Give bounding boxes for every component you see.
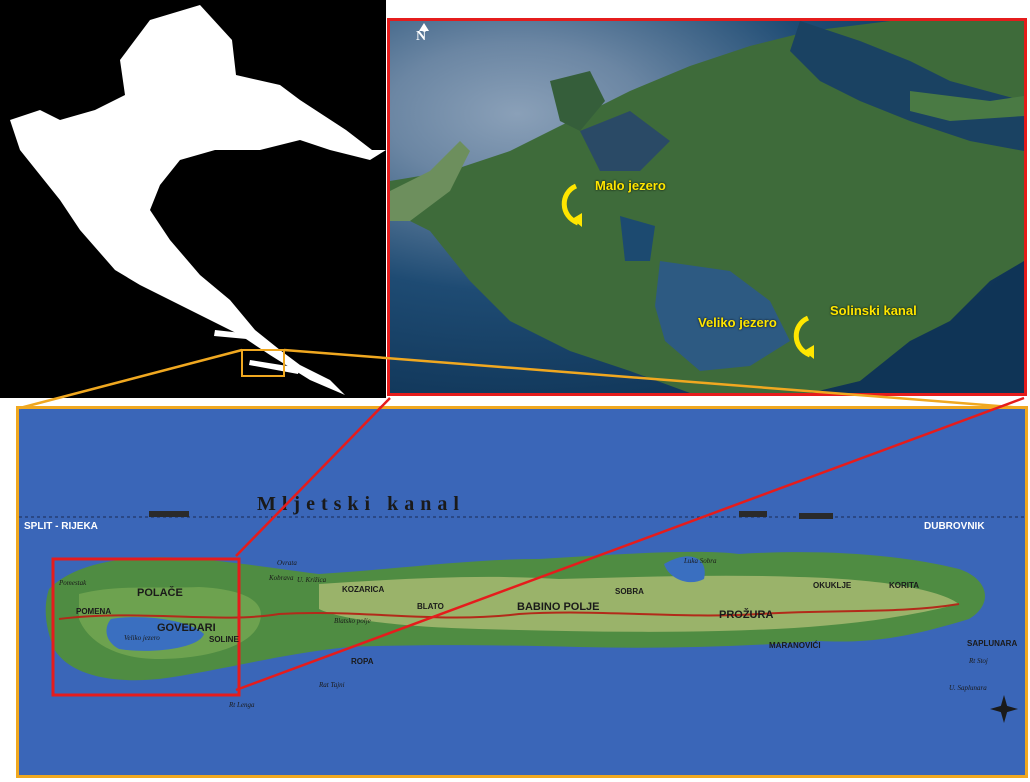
place-rt-lenga: Rt Lenga [229, 701, 255, 709]
place-polace: POLAČE [137, 587, 183, 599]
place-u-saplunara: U. Saplunara [949, 684, 987, 692]
solinski-kanal-arrow-icon [793, 315, 814, 359]
place-blato: BLATO [417, 602, 444, 611]
place-saplunara: SAPLUNARA [967, 639, 1018, 648]
place-ovrata: Ovrata [277, 559, 297, 567]
compass-rose-icon [990, 695, 1018, 723]
malo-jezero-arrow-icon [561, 183, 582, 227]
place-sobra: SOBRA [615, 587, 644, 596]
mljet-island-map: Mljetski kanal SPLIT - RIJEKA DUBROVNIK … [16, 406, 1028, 778]
place-okuklje: OKUKLJE [813, 581, 852, 590]
place-govedari: GOVEDARI [157, 622, 216, 634]
place-pomestak: Pomestak [59, 579, 87, 587]
croatia-overview-map [0, 0, 386, 398]
place-ropa: ROPA [351, 657, 374, 666]
place-prozura: PROŽURA [719, 609, 774, 621]
place-rat-tajan: Rat Tajni [319, 681, 345, 689]
croatia-silhouette [10, 5, 386, 395]
place-maranovici: MARANOVIĆI [769, 641, 821, 650]
place-rt-stoj: Rt Stoj [969, 657, 988, 665]
north-arrow-label: N [416, 29, 427, 44]
veliko-jezero-label: Veliko jezero [698, 315, 777, 330]
place-pomena: POMENA [76, 607, 112, 616]
satellite-terrain [390, 21, 1024, 393]
place-u-kriliza: U. Križica [297, 576, 327, 584]
place-blatsko-polje: Blatsko polje [334, 617, 371, 625]
route-west-label: SPLIT - RIJEKA [24, 521, 98, 532]
solinski-kanal-label: Solinski kanal [830, 303, 917, 318]
route-east-label: DUBROVNIK [924, 521, 985, 532]
place-veliko-jezero: Veliko jezero [124, 634, 160, 642]
malo-jezero-label: Malo jezero [595, 178, 666, 193]
place-luka-sobra: Luka Sobra [684, 557, 717, 565]
place-kobrava: Kobrava [269, 574, 294, 582]
channel-title: Mljetski kanal [257, 493, 465, 515]
place-korita: KORITA [889, 581, 920, 590]
satellite-inset: N Malo jezero Veliko jezero Solinski kan… [387, 18, 1027, 396]
place-kozarica: KOZARICA [342, 585, 385, 594]
place-babino-polje: BABINO POLJE [517, 601, 600, 613]
place-soline: SOLINE [209, 635, 239, 644]
north-arrow-icon [419, 23, 429, 31]
